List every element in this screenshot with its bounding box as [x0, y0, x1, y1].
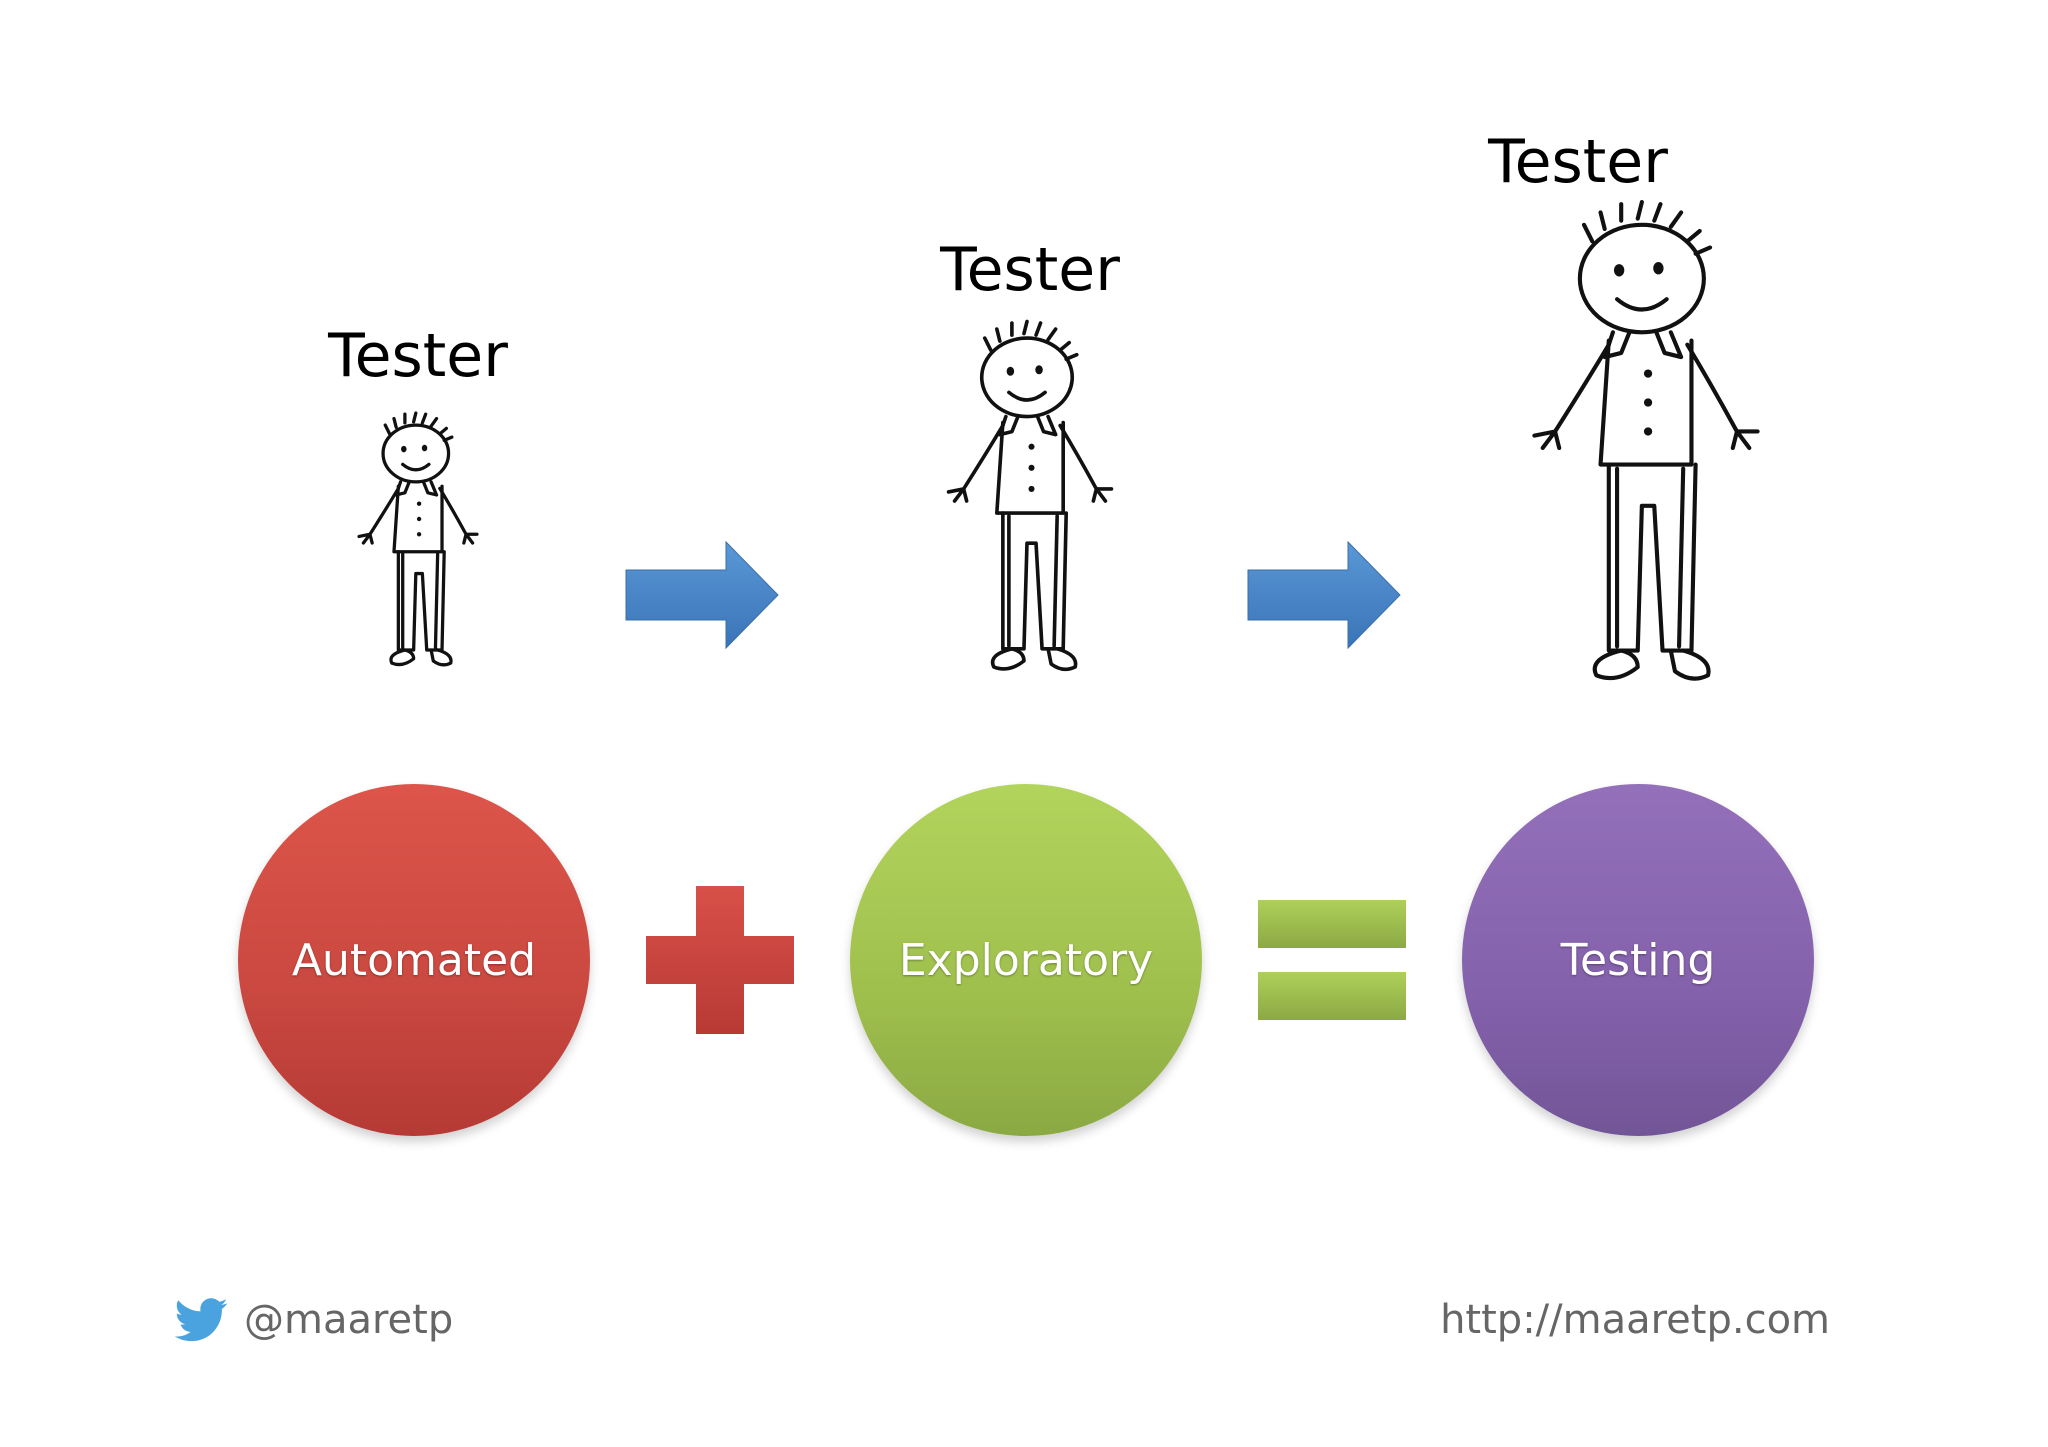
- twitter-handle[interactable]: @maaretp: [244, 1297, 454, 1343]
- twitter-bird-icon: [174, 1298, 228, 1342]
- exploratory-label: Exploratory: [898, 934, 1154, 986]
- tester-figure-medium: [946, 319, 1114, 672]
- equals-icon: [1258, 900, 1406, 1020]
- tester-label-2: Tester: [940, 235, 1120, 305]
- automated-label: Automated: [291, 934, 537, 986]
- tester-label-1: Tester: [328, 321, 508, 391]
- automated-circle: Automated: [238, 784, 590, 1136]
- testing-label: Testing: [1560, 934, 1716, 986]
- tester-figure-large: [1532, 200, 1760, 681]
- website-url[interactable]: http://maaretp.com: [1440, 1297, 1830, 1343]
- right-arrow-icon: [1247, 540, 1401, 650]
- tester-label-3: Tester: [1488, 127, 1668, 197]
- tester-figure-small: [357, 411, 479, 667]
- plus-icon: [646, 886, 794, 1034]
- testing-circle: Testing: [1462, 784, 1814, 1136]
- right-arrow-icon: [625, 540, 779, 650]
- exploratory-circle: Exploratory: [850, 784, 1202, 1136]
